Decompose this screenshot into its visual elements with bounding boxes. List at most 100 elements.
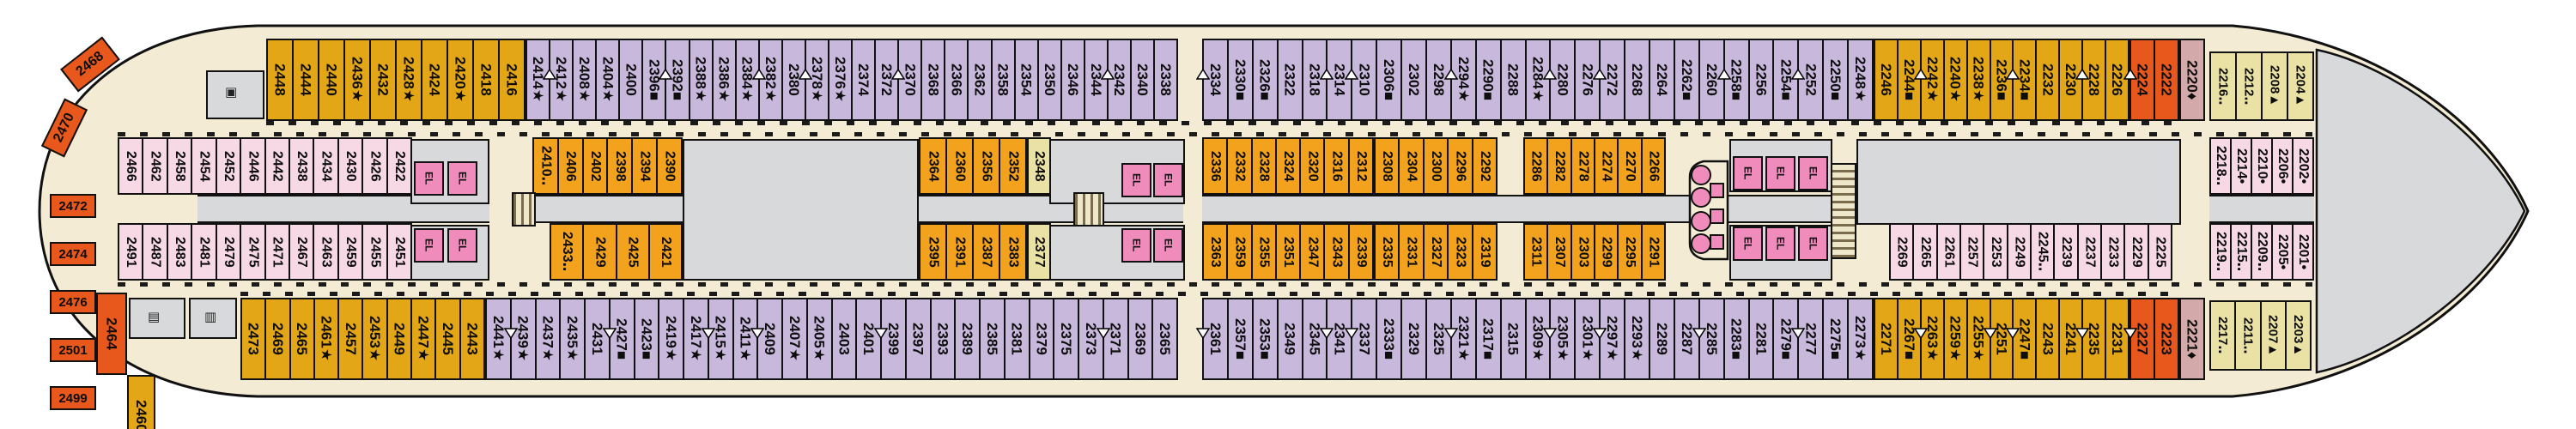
cabin-2426[interactable]: 2426 xyxy=(361,137,388,195)
cabin-2252[interactable]: 2252 xyxy=(1791,39,1825,121)
cabin-2454[interactable]: 2454 xyxy=(191,137,217,195)
cabin-2286[interactable]: 2286 xyxy=(1523,137,1549,195)
cabin-2246[interactable]: 2246 xyxy=(1874,39,1899,121)
cabin-2217[interactable]: 2217‥ xyxy=(2209,300,2237,371)
cabin-2328[interactable]: 2328 xyxy=(1250,137,1277,195)
cabin-2268[interactable]: 2268 xyxy=(1624,39,1651,121)
cabin-2355[interactable]: 2355 xyxy=(1250,223,1277,281)
cabin-2457[interactable]: 2457 xyxy=(337,298,364,380)
cabin-2434[interactable]: 2434 xyxy=(313,137,339,195)
cabin-2346[interactable]: 2346 xyxy=(1060,39,1085,121)
cabin-2262[interactable]: 2262■ xyxy=(1673,39,1700,121)
cabin-2501[interactable]: 2501 xyxy=(50,338,96,362)
cabin-2499[interactable]: 2499 xyxy=(50,386,96,410)
cabin-2475[interactable]: 2475 xyxy=(240,223,266,281)
cabin-2461[interactable]: 2461★ xyxy=(313,298,340,380)
cabin-2379[interactable]: 2379 xyxy=(1028,298,1055,380)
cabin-2448[interactable]: 2448 xyxy=(266,39,294,121)
cabin-2263[interactable]: 2263★ xyxy=(1913,298,1945,380)
cabin-2362[interactable]: 2362 xyxy=(967,39,993,121)
cabin-2312[interactable]: 2312 xyxy=(1347,137,1374,195)
cabin-2410[interactable]: 2410‥ xyxy=(532,137,559,195)
cabin-2466[interactable]: 2466 xyxy=(118,137,144,195)
cabin-2422[interactable]: 2422 xyxy=(386,137,413,195)
cabin-2453[interactable]: 2453★ xyxy=(361,298,388,380)
cabin-2228[interactable]: 2228 xyxy=(2075,39,2107,121)
cabin-2264[interactable]: 2264 xyxy=(1649,39,1675,121)
cabin-2425[interactable]: 2425 xyxy=(615,223,650,281)
cabin-2350[interactable]: 2350 xyxy=(1036,39,1062,121)
cabin-2272[interactable]: 2272 xyxy=(1593,39,1626,121)
cabin-2203[interactable]: 2203▲ xyxy=(2284,300,2312,371)
cabin-2397[interactable]: 2397 xyxy=(904,298,932,380)
cabin-2215[interactable]: 2215‥ xyxy=(2230,223,2252,281)
cabin-2407[interactable]: 2407★ xyxy=(781,298,808,380)
cabin-2415[interactable]: 2415★ xyxy=(701,298,734,380)
cabin-2288[interactable]: 2288 xyxy=(1499,39,1527,121)
cabin-2311[interactable]: 2311 xyxy=(1523,223,1549,281)
cabin-2283[interactable]: 2283■ xyxy=(1722,298,1750,380)
cabin-2306[interactable]: 2306■ xyxy=(1376,39,1403,121)
cabin-2277[interactable]: 2277 xyxy=(1791,298,1825,380)
cabin-2427[interactable]: 2427■ xyxy=(602,298,635,380)
cabin-2211[interactable]: 2211‥ xyxy=(2234,300,2262,371)
cabin-2319[interactable]: 2319 xyxy=(1471,223,1498,281)
cabin-2342[interactable]: 2342 xyxy=(1100,39,1133,121)
cabin-2229[interactable]: 2229 xyxy=(2123,223,2149,281)
cabin-2237[interactable]: 2237 xyxy=(2076,223,2102,281)
cabin-2465[interactable]: 2465 xyxy=(289,298,315,380)
cabin-2266[interactable]: 2266 xyxy=(1640,137,1666,195)
cabin-2284[interactable]: 2284★ xyxy=(1524,39,1552,121)
cabin-2435[interactable]: 2435★ xyxy=(559,298,586,380)
cabin-2261[interactable]: 2261 xyxy=(1935,223,1961,281)
cabin-2259[interactable]: 2259★ xyxy=(1942,298,1968,380)
cabin-2340[interactable]: 2340 xyxy=(1130,39,1156,121)
cabin-2394[interactable]: 2394 xyxy=(631,137,659,195)
cabin-2420[interactable]: 2420★ xyxy=(447,39,474,121)
cabin-2324[interactable]: 2324 xyxy=(1274,137,1302,195)
cabin-2479[interactable]: 2479 xyxy=(215,223,242,281)
cabin-2316[interactable]: 2316 xyxy=(1323,137,1350,195)
cabin-2235[interactable]: 2235 xyxy=(2075,298,2107,380)
cabin-2315[interactable]: 2315 xyxy=(1499,298,1527,380)
cabin-2307[interactable]: 2307 xyxy=(1546,223,1572,281)
cabin-2336[interactable]: 2336 xyxy=(1202,137,1229,195)
cabin-2333[interactable]: 2333■ xyxy=(1376,298,1403,380)
cabin-2225[interactable]: 2225 xyxy=(2147,223,2172,281)
cabin-2382[interactable]: 2382★ xyxy=(751,39,783,121)
cabin-2459[interactable]: 2459 xyxy=(337,223,364,281)
cabin-2322[interactable]: 2322 xyxy=(1276,39,1303,121)
cabin-2254[interactable]: 2254■ xyxy=(1772,39,1800,121)
cabin-2366[interactable]: 2366 xyxy=(944,39,969,121)
cabin-2305[interactable]: 2305★ xyxy=(1543,298,1577,380)
cabin-2320[interactable]: 2320 xyxy=(1299,137,1326,195)
cabin-2351[interactable]: 2351 xyxy=(1274,223,1302,281)
cabin-2458[interactable]: 2458 xyxy=(166,137,193,195)
cabin-2481[interactable]: 2481 xyxy=(191,223,217,281)
cabin-2416[interactable]: 2416 xyxy=(498,39,526,121)
cabin-2220[interactable]: 2220♦ xyxy=(2179,39,2205,121)
cabin-2398[interactable]: 2398 xyxy=(606,137,634,195)
cabin-2274[interactable]: 2274 xyxy=(1593,137,1619,195)
cabin-2471[interactable]: 2471 xyxy=(264,223,290,281)
cabin-2308[interactable]: 2308 xyxy=(1374,137,1400,195)
cabin-2249[interactable]: 2249 xyxy=(2006,223,2032,281)
cabin-2483[interactable]: 2483 xyxy=(166,223,193,281)
cabin-2293[interactable]: 2293★ xyxy=(1624,298,1651,380)
cabin-2373[interactable]: 2373 xyxy=(1078,298,1104,380)
cabin-2243[interactable]: 2243 xyxy=(2035,298,2061,380)
cabin-2395[interactable]: 2395 xyxy=(919,223,947,281)
cabin-2371[interactable]: 2371 xyxy=(1096,298,1129,380)
cabin-2240[interactable]: 2240★ xyxy=(1942,39,1968,121)
cabin-2280[interactable]: 2280 xyxy=(1543,39,1577,121)
cabin-2462[interactable]: 2462 xyxy=(142,137,168,195)
cabin-2419[interactable]: 2419★ xyxy=(658,298,684,380)
cabin-2292[interactable]: 2292 xyxy=(1471,137,1498,195)
cabin-2463[interactable]: 2463 xyxy=(313,223,339,281)
cabin-2442[interactable]: 2442 xyxy=(264,137,290,195)
cabin-2437[interactable]: 2437★ xyxy=(534,298,562,380)
cabin-2412[interactable]: 2412★ xyxy=(543,39,574,121)
cabin-2265[interactable]: 2265 xyxy=(1912,223,1938,281)
cabin-2221[interactable]: 2221♦ xyxy=(2179,298,2205,380)
cabin-2393[interactable]: 2393 xyxy=(929,298,957,380)
